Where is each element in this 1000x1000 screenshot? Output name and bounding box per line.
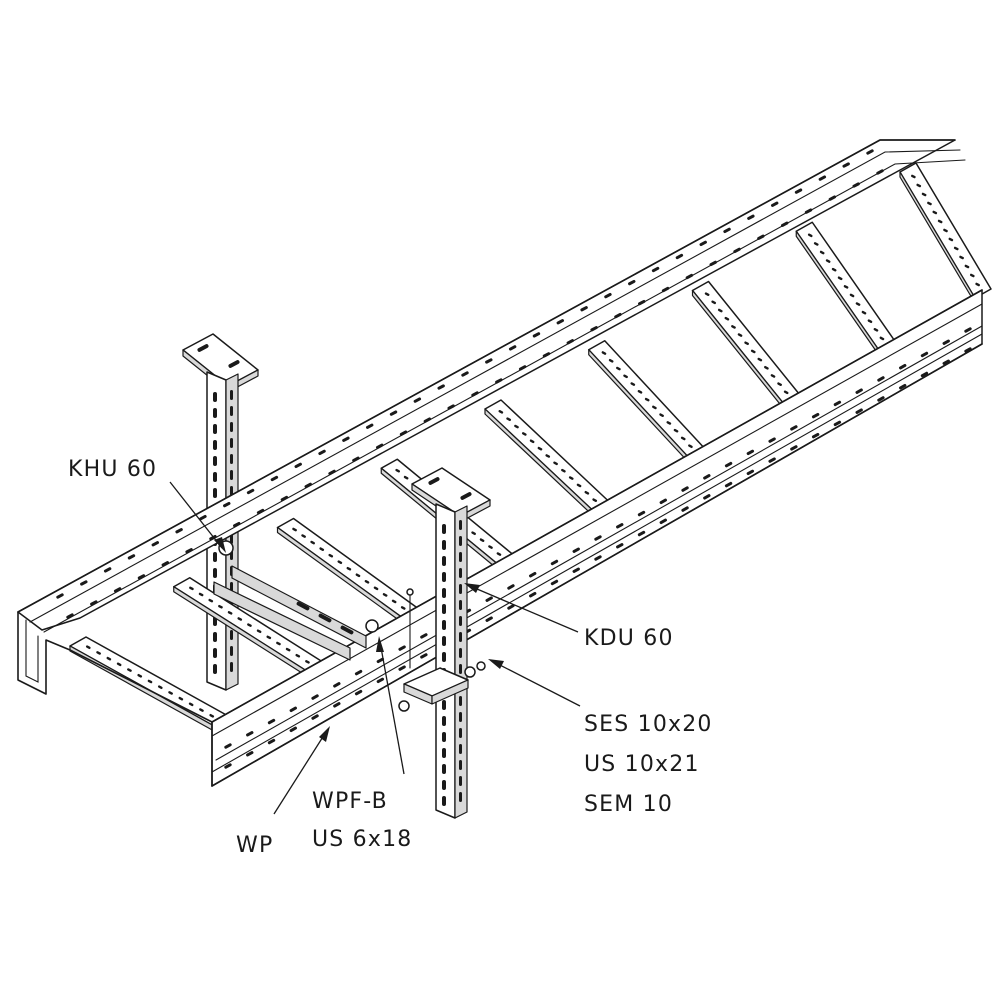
tray-end-profile xyxy=(17,611,213,723)
label-ses-10x20: SES 10x20 xyxy=(584,712,713,737)
label-wp: WP xyxy=(236,833,273,858)
rung xyxy=(484,399,612,518)
rung xyxy=(69,636,231,732)
rung xyxy=(795,221,897,358)
callouts xyxy=(169,481,581,815)
label-khu-60: KHU 60 xyxy=(68,457,157,482)
front-side-rail xyxy=(211,289,983,787)
label-sem-10: SEM 10 xyxy=(584,792,673,817)
rung xyxy=(899,162,992,304)
label-kdu-60: KDU 60 xyxy=(584,626,674,651)
splice-plate xyxy=(213,540,379,661)
rung xyxy=(691,280,802,411)
rung xyxy=(173,577,326,679)
rung xyxy=(588,340,707,465)
label-us-10x21: US 10x21 xyxy=(584,752,700,777)
right-hanger xyxy=(398,467,491,819)
label-wpf-b: WPF-B xyxy=(312,789,388,814)
back-side-rail xyxy=(17,139,966,633)
label-us-6x18: US 6x18 xyxy=(312,827,412,852)
